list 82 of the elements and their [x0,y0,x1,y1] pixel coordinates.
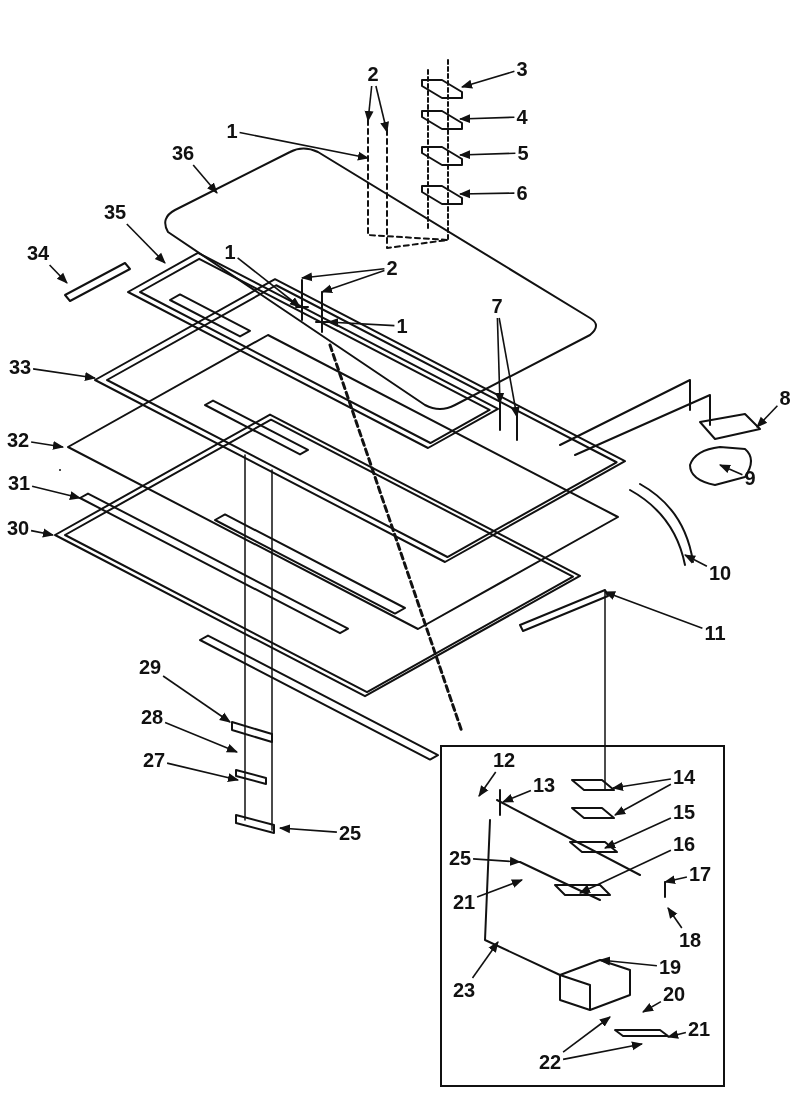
leader-line [458,114,516,124]
callout-number: 35 [103,201,127,223]
leader-line [126,223,166,264]
callout-number: 22 [538,1051,562,1073]
leader-line [375,85,389,134]
callout-number: 29 [138,656,162,678]
callout-number: 21 [687,1018,711,1040]
callout-number: 11 [704,622,726,644]
callout-number: 17 [688,863,712,885]
leader-line [192,164,218,194]
leader-line [666,1030,687,1039]
leader-line [458,150,517,160]
leader-line [562,1041,644,1061]
leader-line [598,956,658,967]
leader-line [684,554,708,568]
callout-number: 16 [672,833,696,855]
callout-number: 10 [708,562,732,584]
leader-line [718,464,744,476]
leader-line [603,591,704,630]
leader-line [611,778,672,791]
leader-line [278,824,338,834]
leader-line [326,318,396,327]
inset-frame [440,745,725,1087]
callout-number: 3 [516,58,528,80]
callout-number: 27 [142,749,166,771]
leader-line [31,485,82,500]
callout-number: 1 [396,315,408,337]
leader-line [458,189,516,199]
callout-number: 25 [338,822,362,844]
leader-line [166,762,240,782]
callout-number: 6 [516,182,528,204]
leader-line [164,721,239,753]
callout-number: 19 [658,956,682,978]
callout-number: 1 [224,241,236,263]
leader-line [238,131,370,161]
leader-line [604,817,672,849]
leader-line [162,675,231,723]
leader-line [236,257,301,308]
leader-line [460,70,516,89]
callout-number: 2 [386,257,398,279]
leader-line [614,783,672,816]
leader-line [300,268,386,282]
callout-number: 32 [6,429,30,451]
callout-number: 18 [678,929,702,951]
leader-line [579,849,672,894]
callout-number: 25 [448,847,472,869]
callout-number: 31 [7,472,31,494]
callout-number: 5 [517,142,529,164]
leader-line [476,879,524,898]
leader-line [667,907,683,929]
callout-number: 20 [662,983,686,1005]
callout-number: 4 [516,106,528,128]
leader-line [472,856,522,866]
callout-number: 12 [492,749,516,771]
callout-number: 2 [367,63,379,85]
leader-line [663,875,688,885]
leader-line [364,85,374,123]
callout-number: 34 [26,242,50,264]
leader-line [642,1000,662,1013]
callout-number: 8 [779,387,791,409]
leader-line [32,368,97,381]
leader-line [30,528,55,538]
callout-number: 15 [672,801,696,823]
leader-line [471,941,499,979]
leader-line [478,771,497,797]
leader-line [562,1016,611,1053]
leader-line [48,264,68,284]
callout-number: 7 [491,295,503,317]
leader-line [320,269,386,293]
callout-number: 36 [171,142,195,164]
leader-line [501,789,532,803]
callout-number: 28 [140,706,164,728]
callout-number: 30 [6,517,30,539]
callout-number: 23 [452,979,476,1001]
callout-number: 1 [226,120,238,142]
callout-number: 33 [8,356,32,378]
callout-number: 21 [452,891,476,913]
callout-number: 13 [532,774,556,796]
leader-line [30,441,65,450]
leader-line [498,317,520,419]
callout-number: 14 [672,766,696,788]
leader-line [756,405,779,428]
